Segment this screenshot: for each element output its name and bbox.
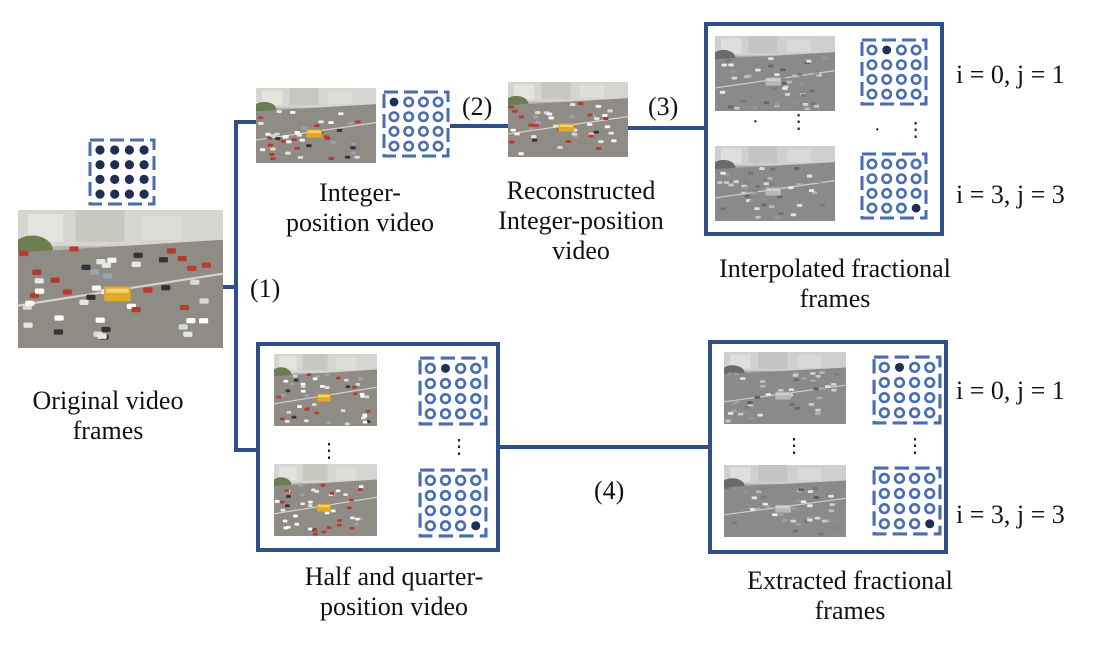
interpolated-frames-box bbox=[704, 22, 944, 236]
extracted-frame-top bbox=[724, 352, 846, 424]
connector-step3 bbox=[628, 126, 708, 130]
half-quarter-dots-right: ⋮ bbox=[449, 436, 469, 458]
integer-position-label: Integer- position video bbox=[285, 178, 435, 237]
half-quarter-frame-bottom bbox=[274, 464, 377, 536]
original-video-frame bbox=[18, 210, 223, 348]
extracted-index-top: i = 0, j = 1 bbox=[956, 376, 1065, 405]
interpolated-frame-bottom bbox=[715, 146, 835, 221]
extracted-frames-box bbox=[708, 340, 948, 554]
connector-step2 bbox=[450, 124, 510, 128]
extracted-dots-left: ⋮ bbox=[784, 435, 804, 457]
interpolated-index-bottom: i = 3, j = 3 bbox=[956, 180, 1065, 209]
extracted-label: Extracted fractional frames bbox=[747, 566, 953, 625]
half-quarter-dots-left: ⋮ bbox=[319, 440, 339, 462]
half-quarter-grid-top bbox=[418, 356, 488, 426]
interpolated-dots-left: · ⋮ bbox=[752, 111, 809, 133]
interpolated-grid-bottom bbox=[860, 152, 928, 220]
connector-branch-bottom bbox=[234, 448, 258, 452]
integer-grid-icon bbox=[382, 90, 450, 158]
connector-original-to-branch bbox=[222, 285, 238, 289]
half-quarter-label: Half and quarter- position video bbox=[304, 562, 484, 621]
original-video-label: Original video frames bbox=[32, 386, 184, 445]
half-quarter-box bbox=[256, 342, 500, 552]
full-grid-icon bbox=[88, 138, 156, 206]
reconstructed-label: Reconstructed Integer-position video bbox=[498, 176, 664, 265]
extracted-frame-bottom bbox=[724, 465, 846, 537]
half-quarter-grid-bottom bbox=[418, 468, 488, 538]
interpolated-grid-top bbox=[860, 38, 928, 106]
interpolated-frame-top bbox=[715, 36, 835, 111]
step-1-label: (1) bbox=[250, 274, 281, 303]
interpolated-index-top: i = 0, j = 1 bbox=[956, 60, 1065, 89]
integer-position-frame bbox=[256, 88, 376, 163]
step-2-label: (2) bbox=[462, 92, 493, 121]
extracted-dots-right: ⋮ bbox=[905, 435, 925, 457]
extracted-grid-bottom bbox=[872, 466, 942, 536]
interpolated-dots-right: · ⋮ bbox=[874, 119, 926, 141]
interpolated-label: Interpolated fractional frames bbox=[719, 254, 951, 313]
step-4-label: (4) bbox=[594, 476, 625, 505]
extracted-index-bottom: i = 3, j = 3 bbox=[956, 500, 1065, 529]
connector-branch-vertical bbox=[234, 120, 238, 452]
reconstructed-frame bbox=[508, 82, 628, 157]
half-quarter-frame-top bbox=[274, 354, 377, 426]
connector-step4 bbox=[498, 445, 710, 449]
step-3-label: (3) bbox=[648, 92, 679, 121]
extracted-grid-top bbox=[872, 355, 942, 425]
connector-branch-top bbox=[234, 120, 256, 124]
